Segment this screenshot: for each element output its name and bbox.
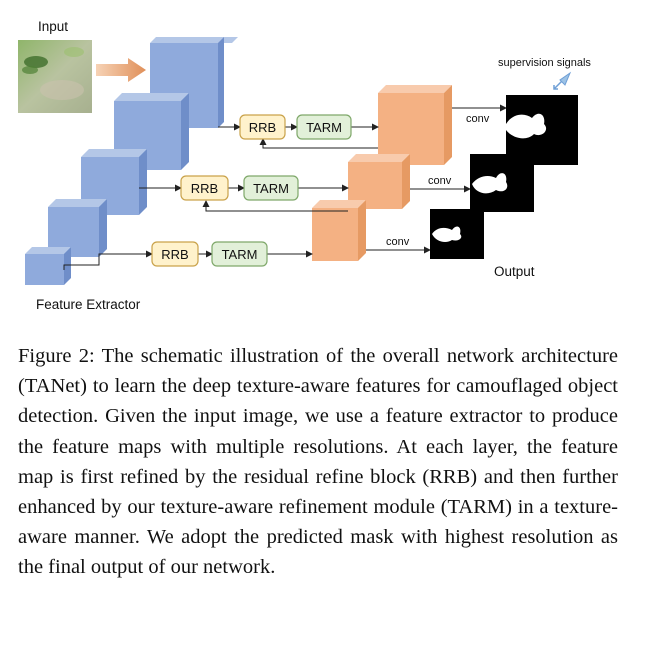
feature-cube-4 — [48, 199, 107, 257]
input-label: Input — [38, 19, 68, 34]
tarm-block-3: TARM — [211, 241, 268, 267]
output-mask-3 — [430, 209, 484, 259]
figure-caption: Figure 2: The schematic illustration of … — [18, 345, 618, 579]
feature-extractor-label: Feature Extractor — [36, 297, 141, 312]
svg-text:RRB: RRB — [191, 181, 218, 196]
svg-text:RRB: RRB — [249, 120, 276, 135]
decoder-cube-3 — [312, 200, 366, 261]
feature-cube-5 — [25, 247, 71, 285]
svg-text:TARM: TARM — [222, 247, 258, 262]
network-architecture-diagram: Input supervision signals — [18, 19, 591, 312]
tarm-block-1: TARM — [296, 114, 352, 140]
svg-text:TARM: TARM — [253, 181, 289, 196]
output-mask-1 — [506, 95, 578, 165]
input-image — [18, 40, 92, 113]
decoder-cube-1 — [378, 85, 452, 165]
input-arrow — [96, 58, 146, 82]
rrb-block-1: RRB — [239, 114, 286, 140]
conv-label-3: conv — [386, 236, 410, 248]
svg-text:TARM: TARM — [306, 120, 342, 135]
supervision-label: supervision signals — [498, 57, 591, 69]
conv-label-1: conv — [466, 113, 490, 125]
tarm-block-2: TARM — [243, 175, 299, 201]
conv-label-2: conv — [428, 175, 452, 187]
rrb-block-3: RRB — [151, 241, 199, 267]
svg-text:RRB: RRB — [161, 247, 188, 262]
rrb-block-2: RRB — [180, 175, 229, 201]
feature-cube-2 — [114, 93, 189, 170]
output-label: Output — [494, 264, 535, 279]
